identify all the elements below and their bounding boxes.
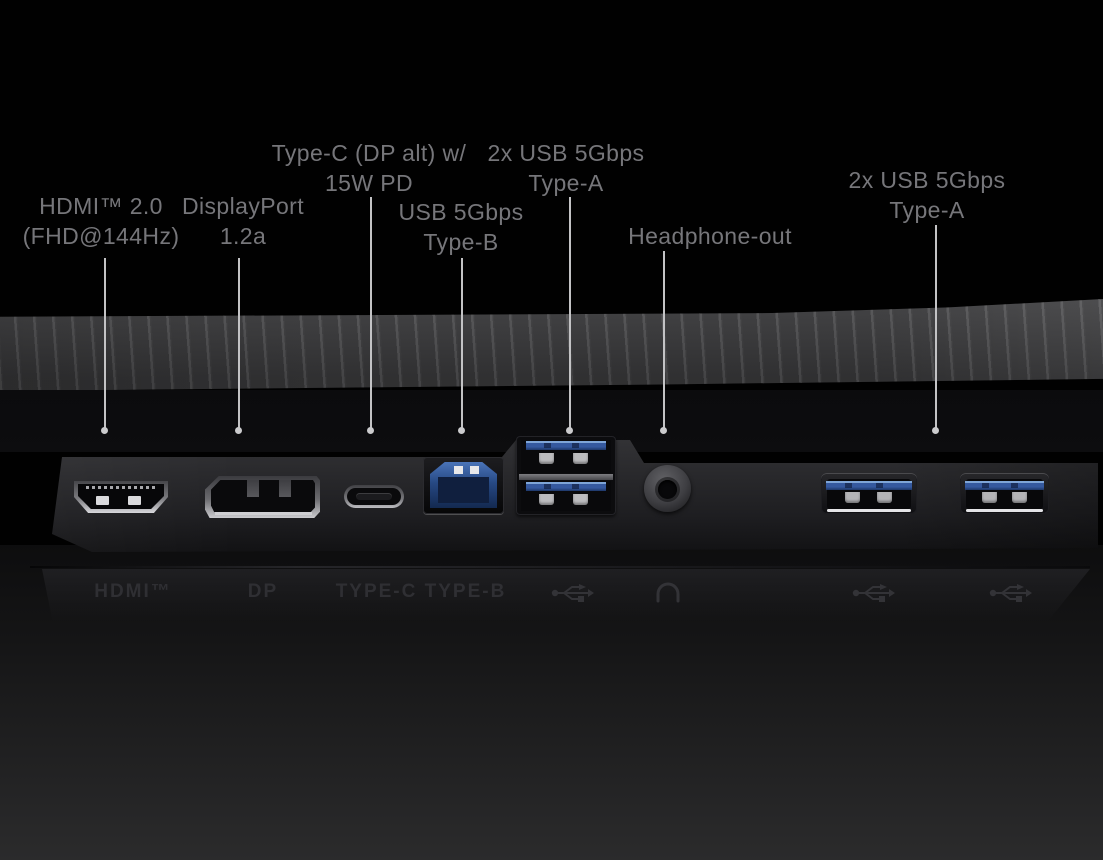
usb-tongue bbox=[526, 441, 606, 450]
callout-headphone-out: Headphone-out bbox=[628, 221, 792, 251]
usb-a-stacked-ports bbox=[516, 436, 616, 515]
usb-b-inner bbox=[438, 477, 489, 503]
usb-b-contact bbox=[470, 466, 479, 474]
usb-a-port-1 bbox=[821, 473, 917, 514]
usb-contact-tab bbox=[845, 492, 860, 503]
callout-line: Type-A bbox=[889, 197, 965, 223]
usb-contact-tab bbox=[573, 453, 588, 464]
usb-trident-icon bbox=[988, 583, 1032, 608]
callout-line: USB 5Gbps bbox=[398, 199, 524, 225]
usb-tongue bbox=[965, 481, 1044, 490]
printed-label-hdmi: HDMI™ bbox=[94, 581, 172, 602]
hdmi-contact-tab bbox=[96, 496, 109, 505]
usb-tongue bbox=[826, 481, 912, 490]
printed-label-type-c-type-b: TYPE-C TYPE-B bbox=[335, 581, 507, 602]
hdmi-port bbox=[74, 481, 168, 513]
leader-line-usb-type-a-right bbox=[935, 225, 937, 430]
headphone-jack bbox=[644, 465, 691, 512]
usb-b-connector bbox=[430, 462, 497, 508]
usb-tongue-notch bbox=[1010, 483, 1018, 488]
leader-dot-usb-type-b bbox=[458, 427, 465, 434]
usb-contact-tab bbox=[1012, 492, 1027, 503]
callout-line: 2x USB 5Gbps bbox=[487, 140, 645, 166]
usb-rim-highlight bbox=[827, 509, 911, 512]
usb-tongue-notch bbox=[982, 483, 990, 488]
leader-line-usb-type-a-hub bbox=[569, 197, 571, 430]
callout-hdmi: HDMI™ 2.0 (FHD@144Hz) bbox=[23, 191, 180, 251]
usb-b-contact bbox=[454, 466, 463, 474]
usb-tongue-notch bbox=[543, 484, 551, 489]
usb-tongue-notch bbox=[572, 443, 580, 448]
callout-line: Type-B bbox=[423, 229, 499, 255]
strip-edge-highlight bbox=[30, 566, 1090, 568]
usb-b-port bbox=[423, 457, 504, 514]
usb-contact-tab bbox=[539, 453, 554, 464]
callout-line: HDMI™ 2.0 bbox=[39, 193, 163, 219]
displayport-tab bbox=[279, 480, 291, 497]
usb-c-slot bbox=[356, 493, 392, 500]
callout-displayport: DisplayPort 1.2a bbox=[182, 191, 304, 251]
printed-label-dp: DP bbox=[247, 581, 279, 602]
leader-line-usb-type-b bbox=[461, 258, 463, 430]
callout-usb-type-a-right: 2x USB 5Gbps Type-A bbox=[849, 165, 1006, 225]
callout-line: 15W PD bbox=[324, 170, 414, 196]
callout-usb-type-b: USB 5Gbps Type-B bbox=[398, 197, 523, 257]
leader-dot-displayport bbox=[235, 427, 242, 434]
usb-contact-tab bbox=[573, 494, 588, 505]
usb-contact-tab bbox=[877, 492, 892, 503]
usb-a-port-2 bbox=[960, 473, 1049, 514]
usb-contact-tab bbox=[539, 494, 554, 505]
ribbed-vent-band bbox=[0, 298, 1103, 392]
callout-line: Type-A bbox=[528, 170, 604, 196]
usb-rim-highlight bbox=[966, 509, 1043, 512]
headphone-icon bbox=[654, 581, 682, 608]
hdmi-contact-tab bbox=[128, 496, 141, 505]
leader-dot-type-c bbox=[367, 427, 374, 434]
usb-a-port-upper bbox=[521, 440, 611, 473]
usb-trident-icon bbox=[851, 583, 895, 608]
displayport-port bbox=[205, 476, 320, 518]
callout-line: Type-C (DP alt) w/ bbox=[271, 140, 467, 166]
usb-contact-tab bbox=[982, 492, 997, 503]
callout-line: 1.2a bbox=[219, 223, 267, 249]
leader-dot-headphone bbox=[660, 427, 667, 434]
usb-tongue-notch bbox=[844, 483, 852, 488]
leader-dot-hdmi bbox=[101, 427, 108, 434]
usb-tongue-notch bbox=[572, 484, 580, 489]
displayport-opening bbox=[211, 480, 315, 512]
usb-tongue bbox=[526, 482, 606, 491]
usb-tongue-notch bbox=[875, 483, 883, 488]
leader-dot-usb-type-a-hub bbox=[566, 427, 573, 434]
usb-c-port bbox=[344, 485, 404, 508]
displayport-rim-highlight bbox=[215, 512, 312, 515]
leader-line-displayport bbox=[238, 258, 240, 430]
callout-line: DisplayPort bbox=[182, 193, 304, 219]
usb-a-port-lower bbox=[521, 481, 611, 511]
usb-trident-icon bbox=[550, 583, 594, 608]
leader-line-headphone bbox=[663, 251, 665, 430]
usb-stack-divider bbox=[519, 474, 613, 480]
callout-line: (FHD@144Hz) bbox=[22, 223, 180, 249]
leader-line-hdmi bbox=[104, 258, 106, 430]
hdmi-contact-pins bbox=[86, 486, 156, 489]
vent-shading bbox=[0, 298, 1103, 392]
callout-line: Headphone-out bbox=[628, 223, 792, 249]
callout-type-c: Type-C (DP alt) w/ 15W PD bbox=[272, 138, 467, 198]
headphone-jack-hole bbox=[658, 480, 677, 499]
displayport-tab bbox=[247, 480, 259, 497]
callout-line: 2x USB 5Gbps bbox=[848, 167, 1006, 193]
leader-dot-usb-type-a-right bbox=[932, 427, 939, 434]
usb-tongue-notch bbox=[543, 443, 551, 448]
callout-usb-type-a-hub: 2x USB 5Gbps Type-A bbox=[488, 138, 645, 198]
leader-line-type-c bbox=[370, 197, 372, 430]
